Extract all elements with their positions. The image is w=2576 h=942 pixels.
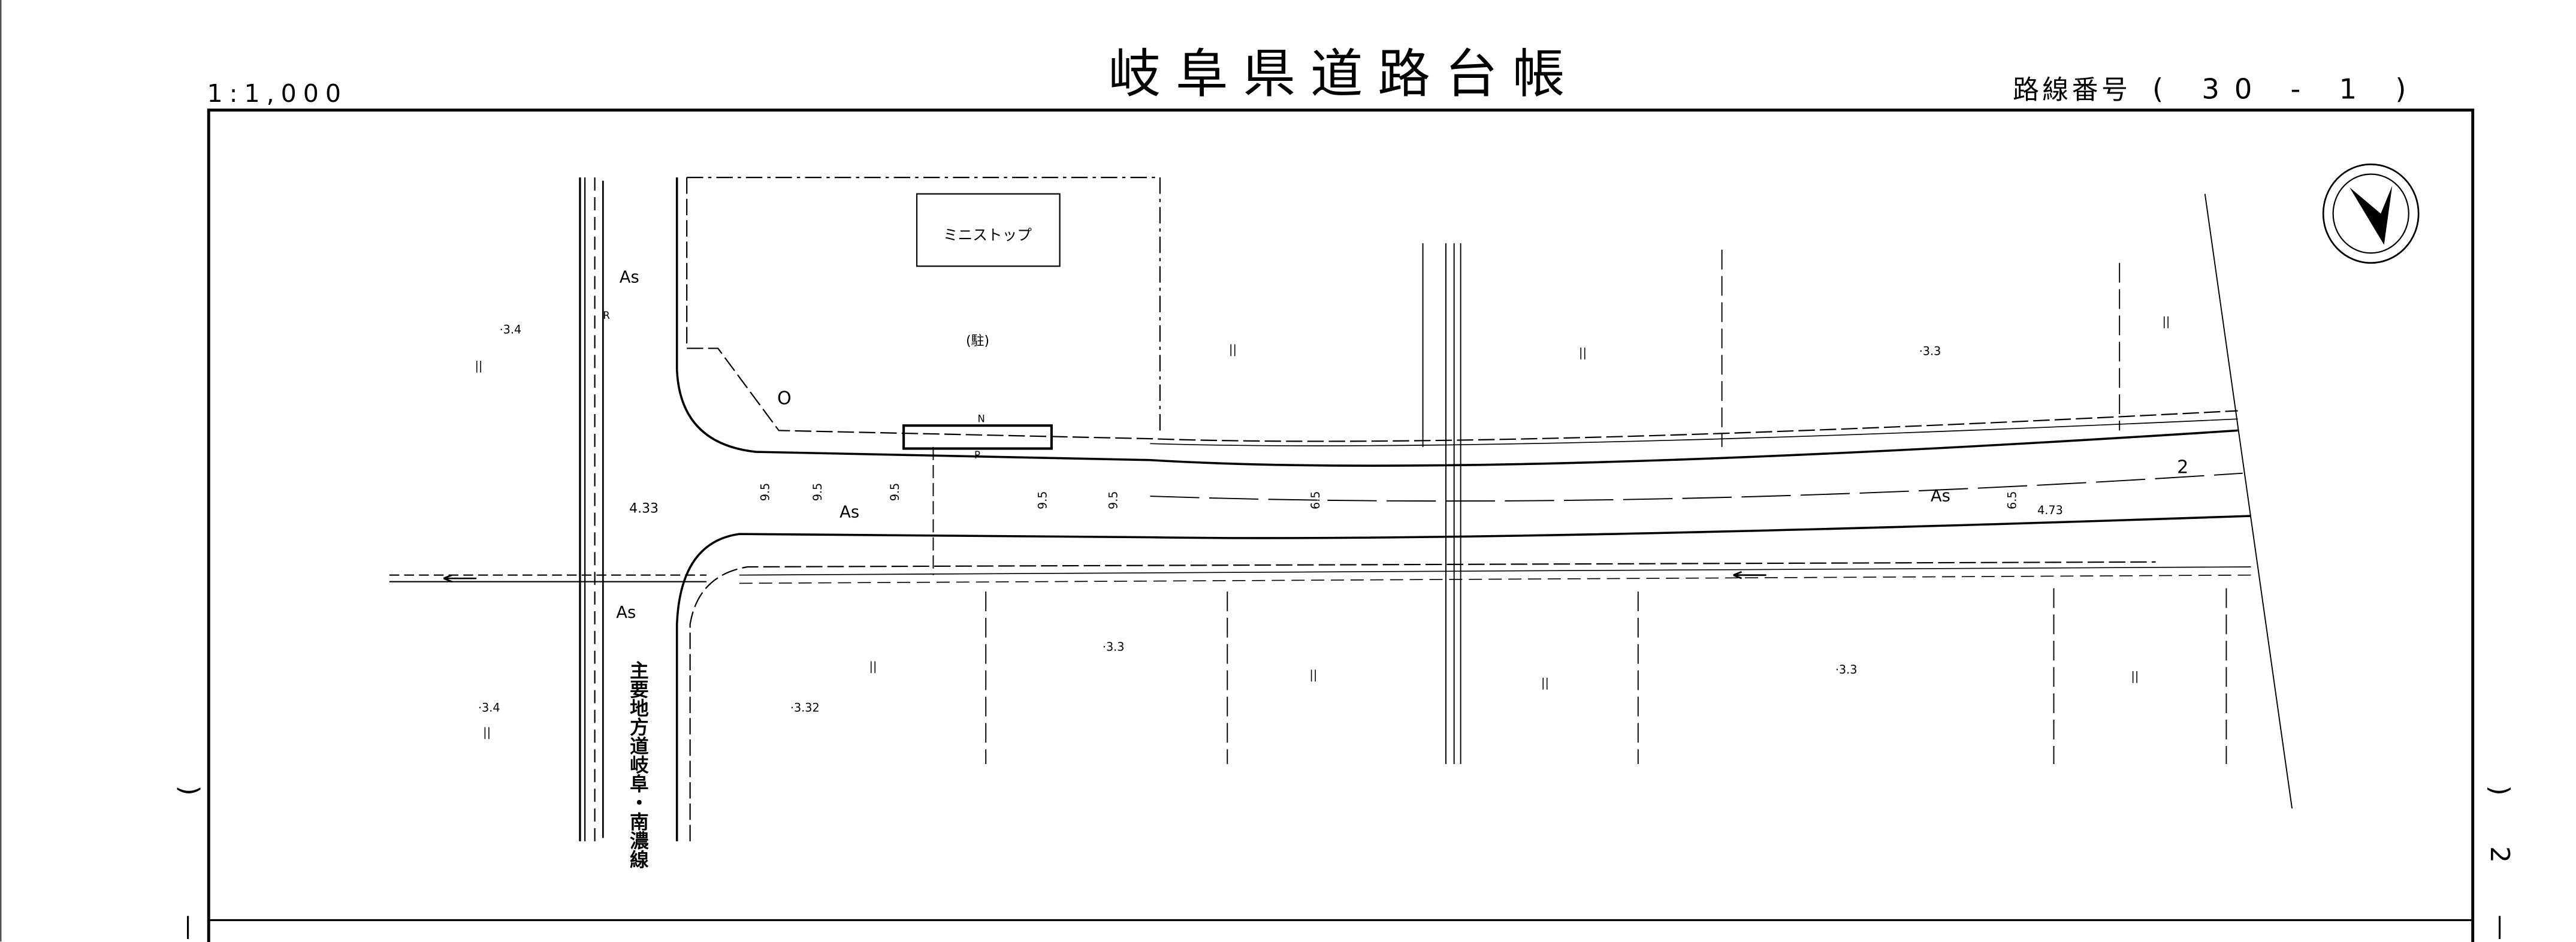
surface-label: As: [616, 603, 636, 622]
elevation-label: ·3.3: [1103, 640, 1125, 654]
map-frame: [207, 108, 2475, 942]
elevation-label: 4.73: [2037, 503, 2063, 517]
surface-label: As: [839, 503, 859, 522]
elevation-label: ·3.3: [1835, 663, 1858, 677]
parking-label: (駐): [966, 334, 989, 349]
width-label: 9.5: [811, 483, 825, 502]
route-label: 路線番号: [2013, 75, 2131, 105]
page-title: 岐阜県道路台帳: [1109, 44, 1580, 105]
scale-label: 1:1,000: [207, 79, 348, 108]
planter: [902, 424, 1053, 450]
field-mark: ||: [2131, 669, 2139, 683]
surface-label: As: [620, 268, 639, 287]
right-margin-page: 2: [2484, 846, 2515, 863]
elevation-label: ·3.4: [478, 701, 500, 714]
width-label: 9.5: [758, 483, 772, 502]
store-box: [916, 193, 1061, 267]
right-margin-paren: ): [2484, 786, 2515, 796]
marker-o: O: [777, 388, 792, 409]
field-mark: ||: [483, 725, 491, 739]
left-margin-bar: |: [184, 912, 192, 939]
north-arrow-icon: [2322, 163, 2420, 264]
field-mark: ||: [1579, 346, 1587, 360]
elevation-label: ·3.4: [500, 323, 522, 337]
field-mark: ||: [869, 660, 877, 674]
route-number: ( 30 - 1 ): [2152, 73, 2421, 105]
field-mark: ||: [475, 359, 482, 373]
field-mark: ||: [2162, 315, 2170, 328]
width-label: 9.5: [888, 483, 902, 502]
width-label: 9.5: [1107, 491, 1121, 510]
vertical-road: [389, 177, 2251, 841]
field-mark: ||: [1229, 343, 1237, 357]
marker-n: N: [977, 413, 985, 425]
parcel-lines: [932, 194, 2293, 809]
elevation-label: 4.33: [629, 502, 659, 517]
field-mark: ||: [1309, 668, 1317, 681]
right-margin-bar: |: [2496, 912, 2503, 939]
width-label: 6.5: [1309, 491, 1322, 510]
width-label: 6.5: [2005, 491, 2019, 510]
marker-r: R: [603, 310, 609, 321]
left-margin-paren: ): [174, 786, 205, 796]
marker-p: P: [974, 449, 980, 461]
lot-boundary: [687, 177, 1161, 431]
section-number: 2: [2177, 457, 2188, 478]
elevation-label: ·3.3: [1919, 344, 1941, 358]
field-mark: ||: [1541, 676, 1549, 690]
road-name: 主要地方道岐阜・南濃線: [627, 660, 649, 868]
elevation-label: ·3.32: [790, 701, 820, 714]
width-label: 9.5: [1036, 491, 1050, 510]
store-name: ミニストップ: [943, 226, 1032, 243]
surface-label: As: [1931, 487, 1950, 505]
